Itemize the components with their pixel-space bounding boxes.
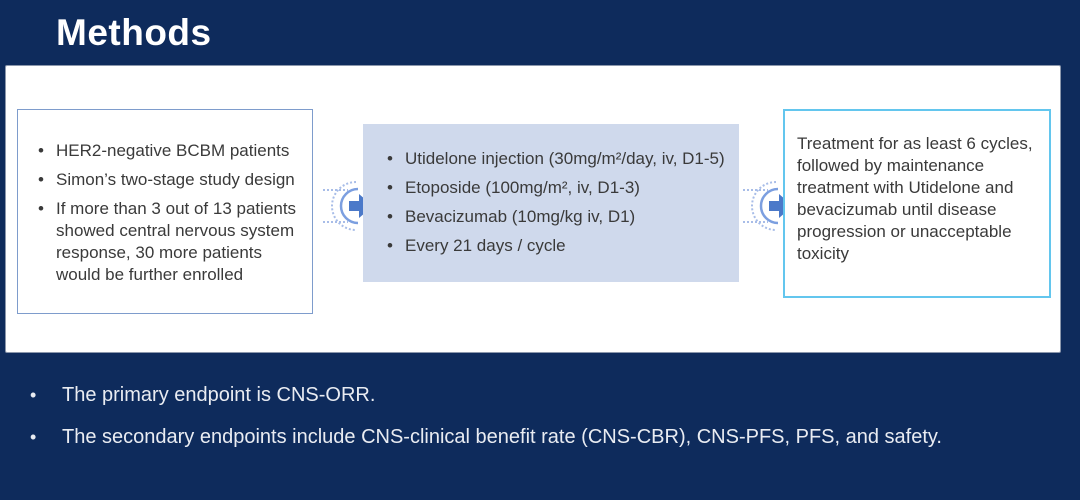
regimen-box: Utidelone injection (30mg/m²/day, iv, D1… — [363, 124, 739, 282]
secondary-endpoint-text: The secondary endpoints include CNS-clin… — [62, 426, 942, 448]
methods-flow-panel: HER2-negative BCBM patients Simon’s two-… — [5, 65, 1061, 353]
page-title: Methods — [56, 12, 212, 53]
maintenance-text: Treatment for as least 6 cycles, followe… — [797, 134, 1033, 263]
list-item: Utidelone injection (30mg/m²/day, iv, D1… — [381, 148, 731, 170]
primary-endpoint-bullet: • The primary endpoint is CNS-ORR. — [0, 382, 1080, 408]
regimen-list: Utidelone injection (30mg/m²/day, iv, D1… — [381, 148, 731, 257]
endpoints-section: • The primary endpoint is CNS-ORR. • The… — [0, 382, 1080, 466]
bullet-dot: • — [30, 385, 37, 405]
primary-endpoint-text: The primary endpoint is CNS-ORR. — [62, 384, 376, 406]
list-item: Simon’s two-stage study design — [32, 169, 302, 191]
list-item: If more than 3 out of 13 patients showed… — [32, 198, 302, 286]
maintenance-box: Treatment for as least 6 cycles, followe… — [783, 109, 1051, 298]
list-item: HER2-negative BCBM patients — [32, 140, 302, 162]
study-design-box: HER2-negative BCBM patients Simon’s two-… — [17, 109, 313, 314]
list-item: Etoposide (100mg/m², iv, D1-3) — [381, 177, 731, 199]
study-design-list: HER2-negative BCBM patients Simon’s two-… — [32, 140, 302, 286]
list-item: Every 21 days / cycle — [381, 235, 731, 257]
flow-arrow-icon — [743, 181, 793, 231]
list-item: Bevacizumab (10mg/kg iv, D1) — [381, 206, 731, 228]
flow-arrow-icon — [323, 181, 373, 231]
bullet-dot: • — [30, 427, 37, 447]
secondary-endpoint-bullet: • The secondary endpoints include CNS-cl… — [0, 424, 1080, 450]
